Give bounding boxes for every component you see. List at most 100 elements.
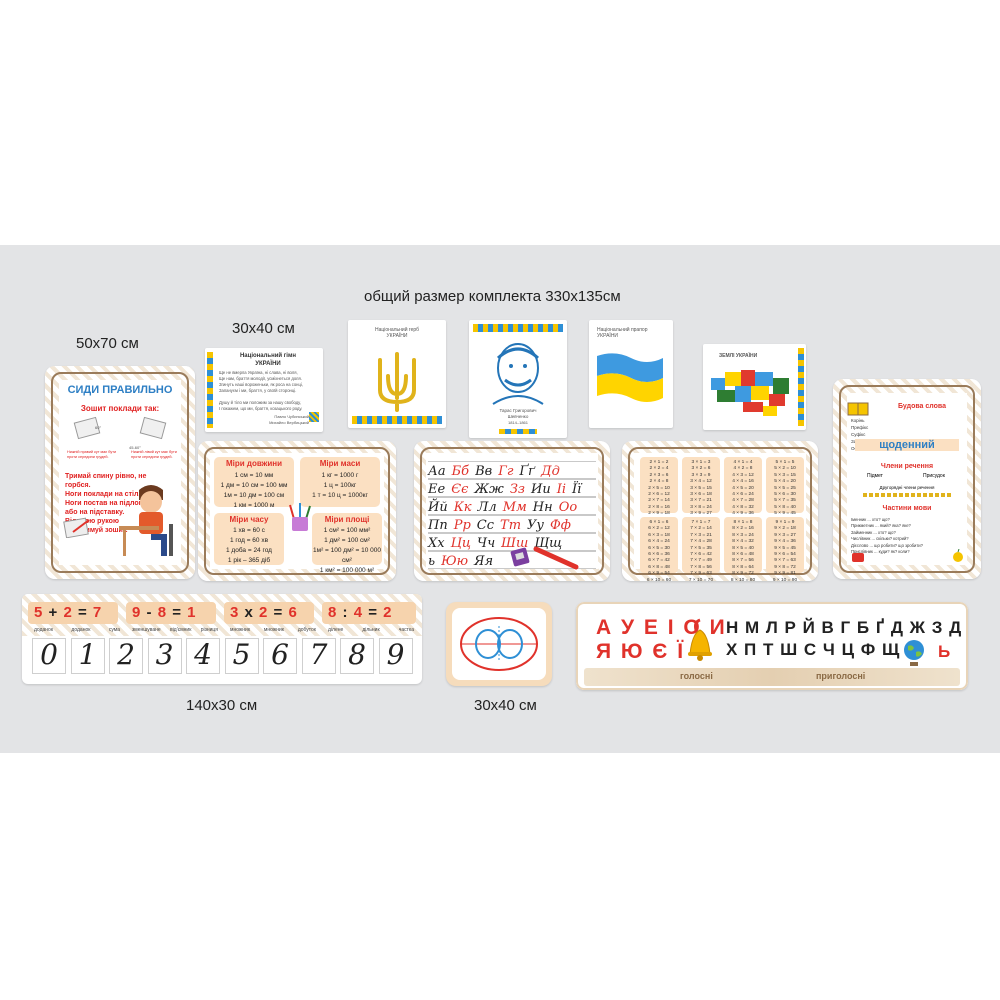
consonants-row-1: Н М Л Р Й В Г Б Ґ Д Ж З Д Ж Д З [726, 618, 968, 637]
digit-6: 6 [271, 638, 289, 671]
mult-line: 4 × 8 = 32 [732, 504, 754, 510]
mult-line: 5 × 9 = 45 [774, 511, 796, 517]
size-label-numbers: 140х30 см [186, 697, 258, 714]
mult-line: 7 × 1 = 7 [691, 520, 711, 525]
measure-line: 1 км² = 100 000 м² [319, 567, 375, 574]
mult-line: 3 × 8 = 24 [690, 504, 712, 510]
letters-label-bar: голосні приголосні [584, 668, 960, 686]
mult-line: 9 × 10 = 90 [772, 577, 798, 581]
mult-line: 5 × 5 = 25 [774, 485, 796, 491]
anthem-subtitle: УКРАЇНИ [255, 361, 281, 367]
digit-cell [147, 638, 182, 674]
cursive-letter-pair: Вв [475, 464, 493, 479]
mult-line: 8 × 8 = 64 [732, 564, 754, 570]
wb-part: Суфікс [851, 432, 866, 437]
cursive-letter-pair: Бб [451, 464, 470, 479]
sit-rules: Тримай спину рівно, не горбся.Ноги покла… [65, 472, 155, 535]
vowels-row-1: А У Е І О И [596, 616, 727, 639]
cursive-letter-pair: Яя [474, 554, 494, 569]
anthem-line: Запануєм і ми, браття, у своїй сторонці. [219, 388, 297, 393]
portrait-name-1: Тарас Григорович [499, 408, 537, 413]
cursive-letter-pair: Шш [501, 536, 529, 551]
cursive-letter-pair: Дд [541, 464, 560, 479]
apple-icon [953, 549, 963, 562]
wb-predicate: Присудок [923, 473, 945, 479]
digit-8: 8 [348, 638, 366, 671]
mult-line: 3 × 5 = 15 [690, 485, 712, 491]
books-icon [847, 402, 869, 416]
globe-icon [904, 640, 924, 666]
mult-line: 6 × 7 = 42 [648, 558, 670, 564]
measures-time-title: Міри часу [229, 515, 269, 524]
mult-line: 9 × 6 = 54 [774, 552, 796, 558]
sit-straight-poster: СИДИ ПРАВИЛЬНО Зошит поклади так: 60° 45… [45, 366, 195, 579]
sit-angle-1: 60° [95, 425, 102, 430]
pencil-cup-icon [289, 503, 311, 531]
measure-line: 1 дм² = 100 см² [324, 537, 370, 544]
digit-cell [340, 638, 374, 674]
anthem-line: Ще нам, браття молодії, усміхнеться доля… [219, 376, 302, 381]
mult-line: 2 × 8 = 16 [648, 504, 670, 510]
mult-line: 8 × 7 = 56 [732, 558, 754, 564]
mult-line: 9 × 3 = 27 [774, 532, 796, 538]
coat-title: Національний герб [374, 327, 420, 333]
mult-line: 6 × 5 = 30 [648, 545, 670, 551]
anthem-corner-icon [309, 412, 319, 422]
portrait-bottom-strip [499, 429, 537, 434]
mult-line: 9 × 4 = 36 [774, 539, 796, 545]
equation-operator: = [273, 604, 284, 621]
map-poster: ЗЕМЛІ УКРАЇНИ [703, 344, 806, 430]
flag-subtitle: УКРАЇНИ [597, 333, 619, 339]
map-right-strip [798, 348, 804, 426]
word-building-poster: Будова слова КоріньПрефіксСуфіксЗакінчен… [833, 379, 981, 579]
mult-line: 3 × 3 = 9 [691, 472, 711, 478]
sit-subtitle: Зошит поклади так: [80, 404, 160, 413]
equation-operator: x [244, 604, 254, 621]
cursive-letter-pair: Ґґ [519, 464, 536, 479]
equation-term-label: дільник [362, 627, 380, 633]
cursive-frame [420, 447, 604, 575]
equation-term-label: частка [398, 627, 414, 633]
mult-line: 9 × 9 = 81 [774, 571, 796, 577]
mult-line: 8 × 9 = 72 [732, 571, 754, 577]
mult-line: 3 × 9 = 27 [690, 511, 712, 517]
sit-rule-line: або на підставку. [65, 509, 125, 516]
mult-line: 4 × 7 = 28 [732, 498, 754, 504]
digit-2: 2 [117, 638, 135, 671]
writing-elements-icon [460, 617, 538, 671]
cursive-letter-pair: Йй [428, 500, 448, 515]
measure-line: 1 кг = 1000 г [321, 472, 359, 479]
mult-line: 7 × 2 = 14 [690, 526, 712, 532]
equation-term-label: добуток [297, 627, 316, 633]
cursive-letter-pair: Єє [451, 482, 469, 497]
cursive-letter-pair: Чч [477, 536, 496, 551]
anthem-left-strip [207, 352, 213, 428]
mult-line: 8 × 3 = 24 [732, 532, 754, 538]
mult-line: 2 × 6 = 12 [648, 492, 670, 498]
mult-line: 8 × 10 = 80 [730, 577, 756, 581]
eq4-box [322, 602, 416, 624]
mult-frame [628, 447, 812, 575]
cursive-letter-pair: Тт [500, 518, 522, 533]
eq2-box [126, 602, 216, 624]
mult-line: 8 × 4 = 32 [732, 539, 754, 545]
mult-line: 4 × 5 = 20 [732, 485, 754, 491]
mult-line: 3 × 2 = 6 [691, 466, 711, 472]
mult-line: 7 × 9 = 63 [690, 571, 712, 577]
mult-line: 7 × 6 = 42 [690, 552, 712, 558]
anthem-text: Ще не вмерла Україна, ні слава, ні воля,… [219, 370, 317, 412]
cursive-letter-pair: Нн [532, 500, 553, 515]
digit-cell [70, 638, 105, 674]
student-at-desk-icon [119, 485, 173, 556]
mult-line: 6 × 2 = 12 [648, 526, 670, 532]
coat-bottom-strip [352, 416, 442, 424]
pencil-sharpener-icon [510, 546, 579, 570]
coat-of-arms-poster: Національний герб УКРАЇНИ [348, 320, 446, 428]
